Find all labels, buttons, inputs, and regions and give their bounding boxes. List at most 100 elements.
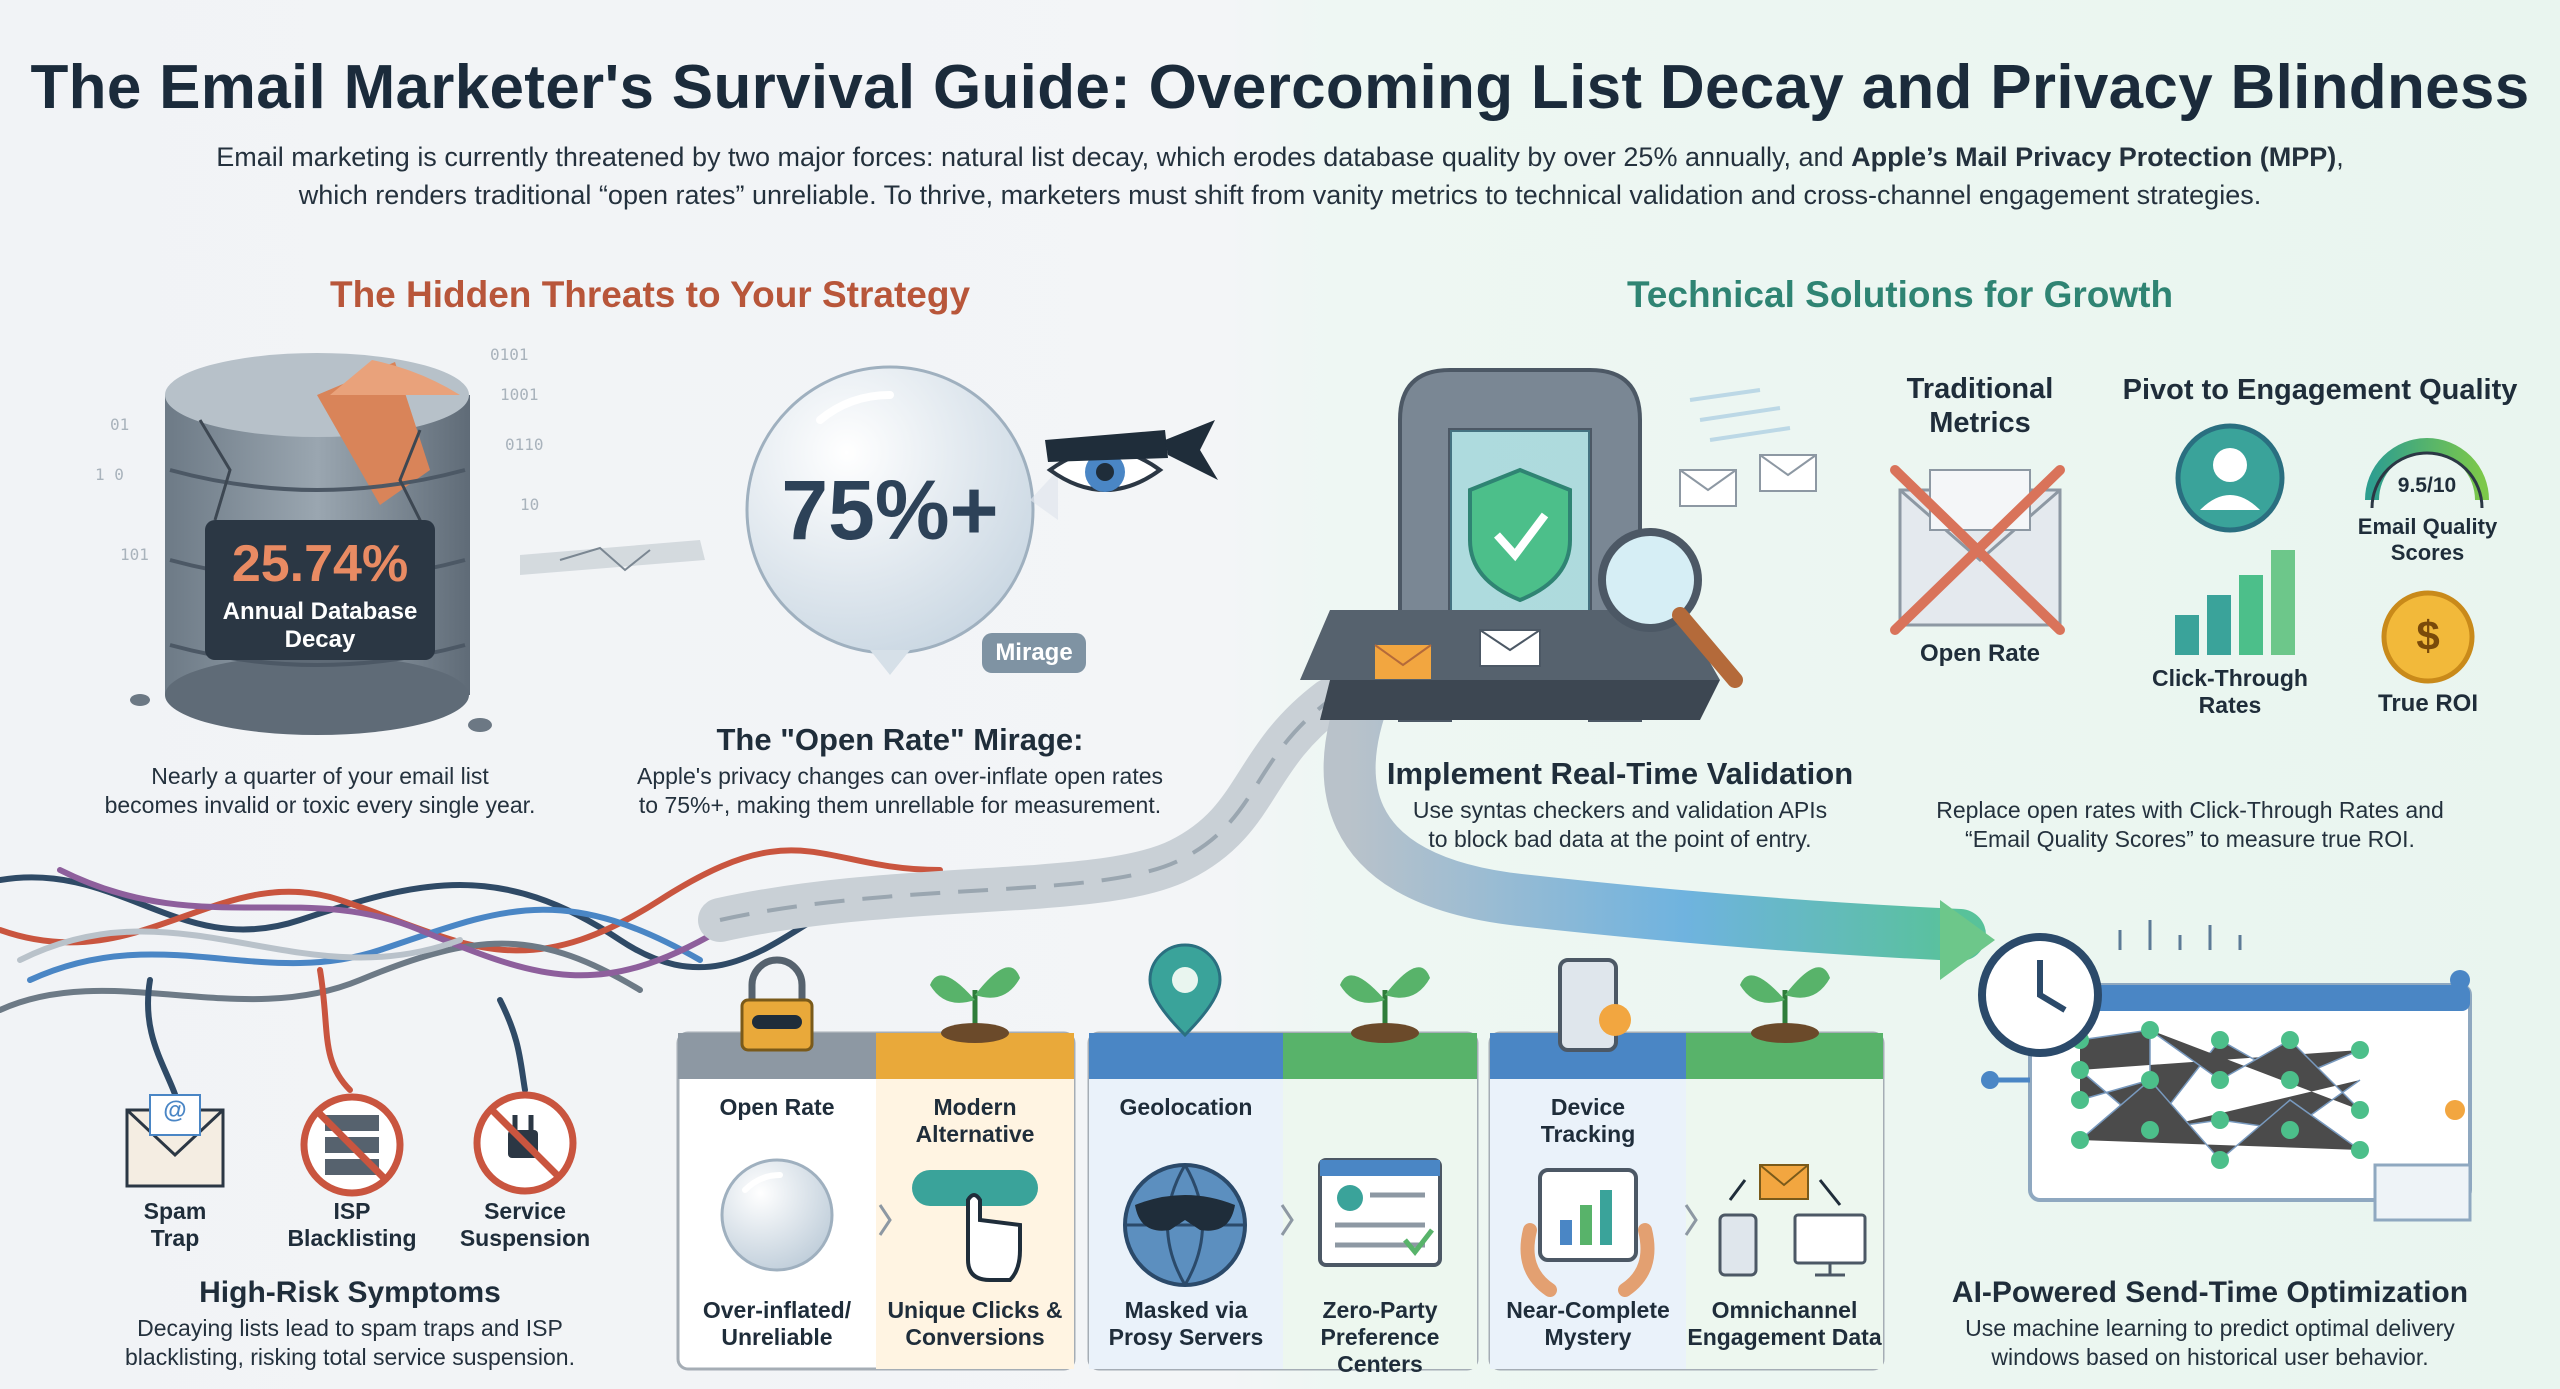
traditional-heading-line1: Traditional — [1906, 373, 2054, 405]
ai-caption-line1: Use machine learning to predict optimal … — [1965, 1315, 2455, 1341]
phone-question-icon — [1558, 958, 1631, 1052]
blacklist-server-icon — [300, 1093, 404, 1197]
mirage-heading: The "Open Rate" Mirage: — [716, 722, 1084, 757]
symptom-label-isp-blacklisting: ISP Blacklisting — [272, 1198, 432, 1252]
pivot-caption-line2: “Email Quality Scores” to measure true R… — [1965, 826, 2415, 852]
quality-score-label-line2: Scores — [2390, 540, 2465, 565]
card-cap-line1: Over-inflated/ — [702, 1297, 852, 1323]
ai-heading: AI-Powered Send-Time Optimization — [1951, 1276, 2469, 1309]
ai-neural-network-icon — [1978, 920, 2472, 1222]
card-cap-line1: Unique Clicks & — [887, 1297, 1063, 1323]
card-cap-line1: Zero-Party — [1322, 1297, 1438, 1323]
ctr-label-line2: Rates — [2198, 692, 2262, 718]
symptoms-caption-line2: blacklisting, risking total service susp… — [125, 1344, 575, 1370]
validation-heading: Implement Real-Time Validation — [1386, 756, 1854, 791]
crossed-envelope-icon — [1890, 465, 2065, 635]
quality-gauge-icon — [2365, 438, 2489, 509]
preference-center-icon — [1318, 1158, 1442, 1267]
symptom-label-line2: Suspension — [459, 1225, 591, 1251]
intro-line2: which renders traditional “open rates” u… — [298, 180, 2262, 210]
symptoms-heading: High-Risk Symptoms — [199, 1276, 501, 1309]
card-head-line1: Open Rate — [719, 1094, 835, 1120]
page-title: The Email Marketer's Survival Guide: Ove… — [30, 53, 2530, 122]
decay-caption-line1: Nearly a quarter of your email list — [151, 763, 489, 789]
at-sign-icon: @ — [163, 1097, 187, 1124]
card3-old-heading: Device Tracking — [1490, 1094, 1686, 1148]
sprout-icon — [1340, 967, 1430, 1043]
service-suspension-plug-icon — [473, 1091, 577, 1195]
mirage-caption: Apple's privacy changes can over-inflate… — [620, 762, 1180, 820]
validation-caption: Use syntas checkers and validation APIs … — [1340, 796, 1900, 854]
ai-caption: Use machine learning to predict optimal … — [1920, 1314, 2500, 1372]
inflated-bubble-icon — [720, 1158, 834, 1272]
intro-line1-bold: Apple’s Mail Privacy Protection (MPP) — [1851, 142, 2337, 172]
decay-label-line2: Decay — [284, 626, 356, 653]
validation-caption-line1: Use syntas checkers and validation APIs — [1412, 797, 1828, 823]
ctr-label-line1: Click-Through — [2152, 665, 2308, 691]
omnichannel-devices-icon — [1718, 1164, 1867, 1277]
card1-old-heading: Open Rate — [678, 1094, 876, 1121]
card-head-line1: Geolocation — [1119, 1094, 1253, 1120]
validation-machine-icon — [1300, 368, 1817, 722]
section-heading-threats: The Hidden Threats to Your Strategy — [329, 274, 971, 315]
pivot-caption-line1: Replace open rates with Click-Through Ra… — [1936, 797, 2444, 823]
padlock-icon — [740, 956, 814, 1052]
blindfolded-eye-icon — [1045, 420, 1218, 492]
tangled-wires-icon — [0, 847, 943, 1113]
intro-text: Email marketing is currently threatened … — [160, 138, 2400, 214]
intro-line1-end: , — [2336, 142, 2344, 172]
mirage-caption-line2: to 75%+, making them unrellable for meas… — [638, 792, 1162, 818]
card-head-line2: Alternative — [915, 1121, 1035, 1147]
symptoms-caption-line1: Decaying lists lead to spam traps and IS… — [137, 1315, 563, 1341]
intro-line1-start: Email marketing is currently threatened … — [216, 142, 1852, 172]
dollar-coin-icon — [2381, 590, 2475, 684]
spam-trap-envelope-icon — [125, 1094, 225, 1188]
decay-caption-line2: becomes invalid or toxic every single ye… — [104, 792, 536, 818]
bar-chart-icon — [2175, 550, 2295, 655]
card-cap-line2: Unreliable — [721, 1324, 833, 1350]
symptom-label-line2: Blacklisting — [287, 1225, 417, 1251]
click-button-icon — [912, 1170, 1038, 1282]
comparison-cards-frame — [676, 1031, 1885, 1371]
card-cap-line1: Near-Complete — [1506, 1297, 1670, 1323]
svg-text:01: 01 — [110, 415, 129, 434]
card3-new-caption: Omnichannel Engagement Data — [1686, 1297, 1883, 1351]
decay-label: Annual Database Decay — [205, 598, 435, 654]
section-heading-solutions: Technical Solutions for Growth — [1626, 274, 2174, 315]
symptom-label-line1: Spam — [143, 1198, 207, 1224]
dollar-sign-glyph: $ — [2416, 612, 2440, 659]
card-cap-line2: Engagement Data — [1687, 1324, 1882, 1350]
symptoms-caption: Decaying lists lead to spam traps and IS… — [90, 1314, 610, 1372]
quality-score-label-line1: Email Quality — [2357, 514, 2498, 539]
location-pin-icon — [1148, 943, 1222, 1038]
symptom-label-spam-trap: Spam Trap — [115, 1198, 235, 1252]
traditional-heading-line2: Metrics — [1929, 407, 2031, 439]
card-head-line2: Tracking — [1540, 1121, 1636, 1147]
user-avatar-icon — [2175, 423, 2285, 533]
true-roi-label: True ROI — [2377, 690, 2479, 717]
card1-old-caption: Over-inflated/ Unreliable — [678, 1297, 876, 1351]
card2-old-caption: Masked via Prosy Servers — [1089, 1297, 1283, 1351]
traditional-metrics-heading: Traditional Metrics — [1870, 372, 2090, 440]
symptom-label-line2: Trap — [150, 1225, 200, 1251]
mirage-caption-line1: Apple's privacy changes can over-inflate… — [636, 763, 1164, 789]
card3-old-caption: Near-Complete Mystery — [1490, 1297, 1686, 1351]
sprout-icon — [1740, 967, 1830, 1043]
ctr-label: Click-Through Rates — [2135, 665, 2325, 719]
svg-text:10: 10 — [520, 495, 539, 514]
symptom-label-line1: Service — [484, 1198, 566, 1224]
quality-score-value: 9.5/10 — [2397, 474, 2457, 497]
card2-old-heading: Geolocation — [1089, 1094, 1283, 1121]
pivot-caption: Replace open rates with Click-Through Ra… — [1880, 796, 2500, 854]
card-cap-line2: Mystery — [1544, 1324, 1632, 1350]
pivot-heading: Pivot to Engagement Quality — [2122, 374, 2518, 406]
tablet-tracking-icon — [1520, 1168, 1655, 1297]
open-rate-bubble-value: 75%+ — [781, 463, 999, 557]
sprout-icon — [930, 967, 1020, 1043]
open-rate-bubble-icon — [745, 365, 1058, 675]
symptom-label-line1: ISP — [333, 1198, 371, 1224]
traditional-open-rate-label: Open Rate — [1919, 640, 2041, 667]
quality-score-label: Email Quality Scores — [2340, 514, 2515, 566]
svg-text:1001: 1001 — [500, 385, 539, 404]
